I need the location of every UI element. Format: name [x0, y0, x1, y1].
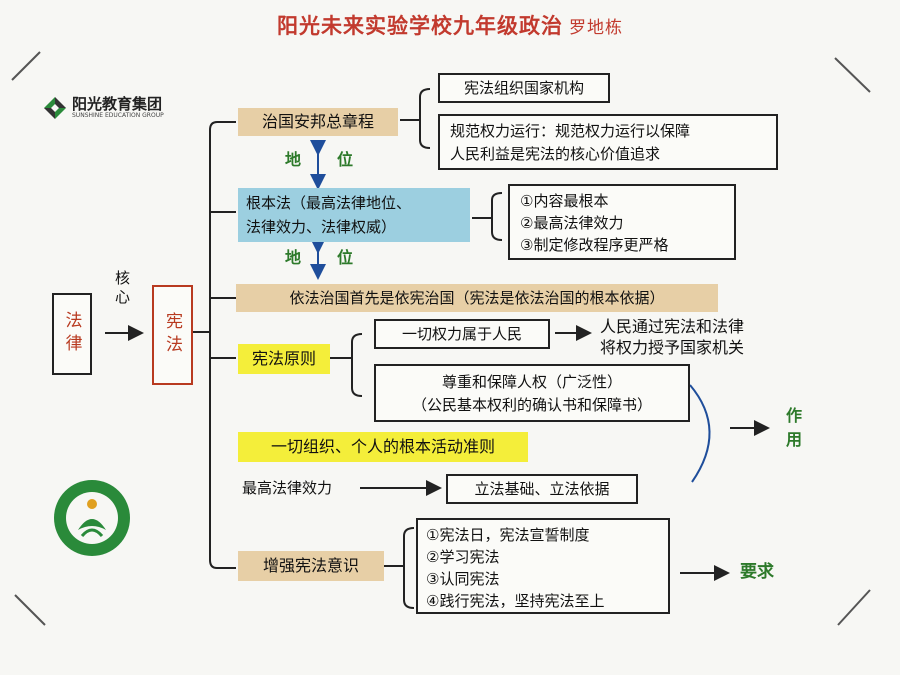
- human-rights-line1: 尊重和保障人权（广泛性）: [441, 373, 622, 391]
- main-bracket: [193, 121, 218, 569]
- school-seal: [52, 478, 132, 558]
- constitution-box: 宪法: [152, 285, 193, 385]
- law-label: 法律: [61, 311, 82, 357]
- requirement-label: 要求: [740, 562, 774, 582]
- node-regulate-power: 规范权力运行：规范权力运行以保障 人民利益是宪法的核心价值追求: [438, 114, 778, 170]
- status-label-1a: 地: [285, 150, 302, 169]
- node-fundamental-law-traits: ①内容最根本 ②最高法律效力 ③制定修改程序更严格: [508, 184, 736, 260]
- author-name: 罗地栋: [569, 18, 623, 38]
- node-legislative-basis: 立法基础、立法依据: [446, 474, 638, 504]
- school-seal-icon: [54, 480, 130, 556]
- node-constitutional-awareness: 增强宪法意识: [238, 551, 384, 581]
- regulate-power-line1: 规范权力运行：规范权力运行以保障: [450, 122, 691, 140]
- core-label: 核心: [113, 270, 131, 308]
- logo-org-name-en: SUNSHINE EDUCATION GROUP: [72, 112, 164, 119]
- trait-item: ①内容最根本: [520, 192, 609, 210]
- logo-org-name: 阳光教育集团: [72, 95, 163, 113]
- awareness-item: ①宪法日，宪法宣誓制度: [426, 526, 590, 544]
- node-rule-by-constitution: 依法治国首先是依宪治国（宪法是依法治国的根本依据）: [236, 284, 718, 312]
- node-awareness-list: ①宪法日，宪法宣誓制度 ②学习宪法 ③认同宪法 ④践行宪法，坚持宪法至上: [416, 518, 670, 614]
- fundamental-law-line2: 法律效力、法律权威）: [246, 218, 397, 236]
- node-power-belongs-to-people: 一切权力属于人民: [374, 319, 550, 349]
- status-label-2b: 位: [337, 248, 354, 267]
- law-box: 法律: [52, 293, 92, 375]
- fundamental-law-line1: 根本法（最高法律地位、: [246, 194, 412, 212]
- node-fundamental-law: 根本法（最高法律地位、 法律效力、法律权威）: [238, 188, 470, 242]
- node-constitutional-principles: 宪法原则: [238, 344, 330, 374]
- regulate-power-line2: 人民利益是宪法的核心价值追求: [450, 145, 661, 163]
- awareness-item: ③认同宪法: [426, 570, 500, 588]
- logo-mark-icon: [44, 97, 66, 119]
- status-label-2a: 地: [285, 248, 302, 267]
- node-organize-state-organs: 宪法组织国家机构: [438, 73, 610, 103]
- node-power-delegation: 人民通过宪法和法律 将权力授予国家机关: [600, 316, 744, 358]
- effect-label-a: 作: [786, 406, 803, 425]
- node-human-rights: 尊重和保障人权（广泛性） （公民基本权利的确认书和保障书）: [374, 364, 690, 422]
- constitution-label: 宪法: [162, 312, 182, 358]
- corner-marks: [11, 51, 871, 626]
- awareness-item: ②学习宪法: [426, 548, 500, 566]
- trait-item: ③制定修改程序更严格: [520, 236, 669, 254]
- power-delegation-line1: 人民通过宪法和法律: [600, 317, 745, 336]
- page-title: 阳光未来实验学校九年级政治罗地栋: [0, 10, 900, 40]
- title-text: 阳光未来实验学校九年级政治: [277, 14, 563, 38]
- node-governing-charter: 治国安邦总章程: [238, 108, 398, 136]
- trait-item: ②最高法律效力: [520, 214, 624, 232]
- power-delegation-line2: 将权力授予国家机关: [600, 338, 745, 357]
- human-rights-line2: （公民基本权利的确认书和保障书）: [411, 396, 652, 414]
- effect-label-b: 用: [786, 430, 803, 449]
- node-basic-activity-norm: 一切组织、个人的根本活动准则: [238, 432, 528, 462]
- group-logo: 阳光教育集团 SUNSHINE EDUCATION GROUP: [42, 95, 202, 121]
- awareness-item: ④践行宪法，坚持宪法至上: [426, 592, 605, 610]
- node-supreme-legal-effect: 最高法律效力: [242, 479, 333, 497]
- status-label-1b: 位: [337, 150, 354, 169]
